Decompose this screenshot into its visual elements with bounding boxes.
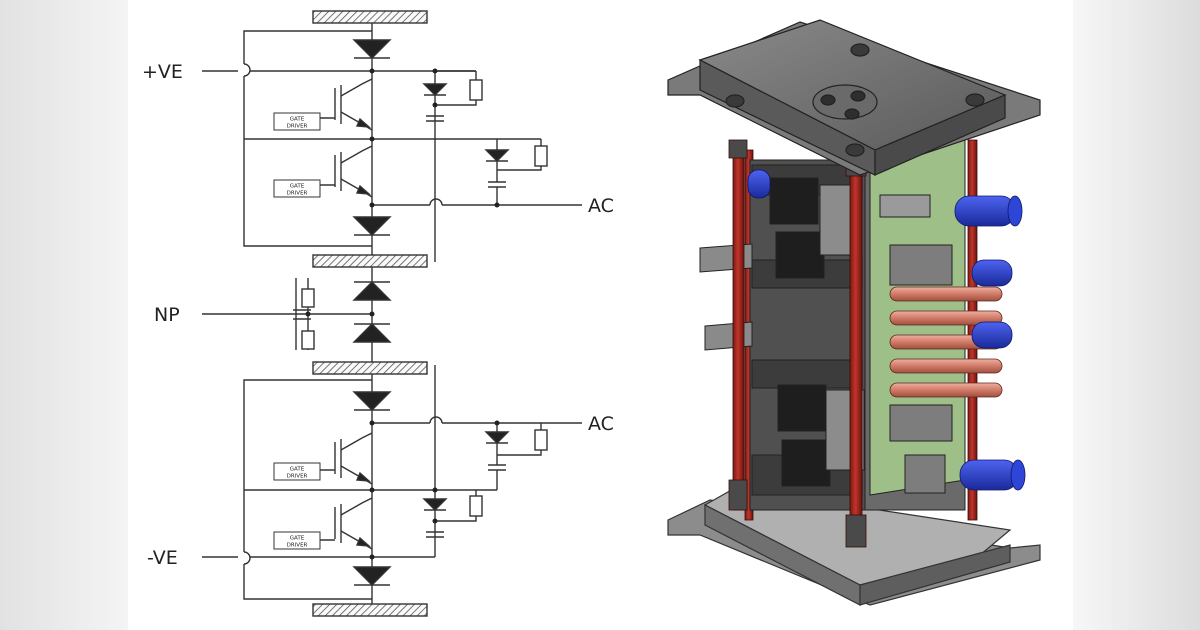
left-margin-band — [0, 0, 128, 630]
power-stack-3d-render — [667, 19, 1041, 606]
gate-driver-4: GATE DRIVER — [273, 531, 321, 550]
top-plate — [667, 19, 1041, 176]
gate-driver-line2: DRIVER — [287, 474, 308, 480]
circuit-schematic: GATE DRIVER GATE DRIVER GATE DRIVER GATE… — [142, 10, 614, 617]
gate-driver-line1: GATE — [290, 117, 305, 123]
ac-output-label-bottom: AC — [588, 413, 614, 435]
neutral-point-label: NP — [154, 304, 180, 326]
gate-driver-3: GATE DRIVER — [273, 462, 321, 481]
gate-driver-line2: DRIVER — [287, 191, 308, 197]
gate-driver-1: GATE DRIVER — [273, 112, 321, 131]
neg-dc-label: -VE — [147, 547, 178, 569]
right-margin-band — [1073, 0, 1200, 630]
gate-driver-2: GATE DRIVER — [273, 179, 321, 198]
blue-capacitors — [747, 169, 1026, 491]
gate-driver-line2: DRIVER — [287, 543, 308, 549]
heatsink-bar-2 — [312, 254, 428, 268]
heatsink-bar-4 — [312, 603, 428, 617]
gate-driver-line1: GATE — [290, 184, 305, 190]
pos-dc-label: +VE — [142, 61, 183, 83]
gate-driver-line2: DRIVER — [287, 124, 308, 130]
tie-rods-front — [728, 139, 867, 548]
ac-output-label-top: AC — [588, 195, 614, 217]
gate-driver-line1: GATE — [290, 467, 305, 473]
heatsink-bar-3 — [312, 361, 428, 375]
heatsink-bar-1 — [312, 10, 428, 24]
gate-driver-line1: GATE — [290, 536, 305, 542]
